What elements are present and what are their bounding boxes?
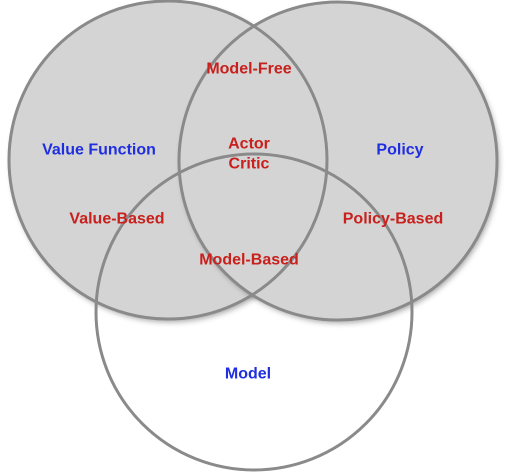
set-label-model: Model xyxy=(224,365,272,383)
set-label-policy: Policy xyxy=(376,141,424,159)
region-label-value-based: Value-Based xyxy=(69,210,165,228)
region-label-critic: Critic xyxy=(228,155,270,173)
model-circle xyxy=(96,154,412,470)
region-label-policy-based: Policy-Based xyxy=(342,210,444,228)
region-label-model-free: Model-Free xyxy=(206,60,292,78)
set-label-value-function: Value Function xyxy=(42,141,156,159)
region-label-model-based: Model-Based xyxy=(199,251,299,269)
region-label-actor: Actor xyxy=(228,135,270,153)
policy-circle xyxy=(179,2,497,320)
